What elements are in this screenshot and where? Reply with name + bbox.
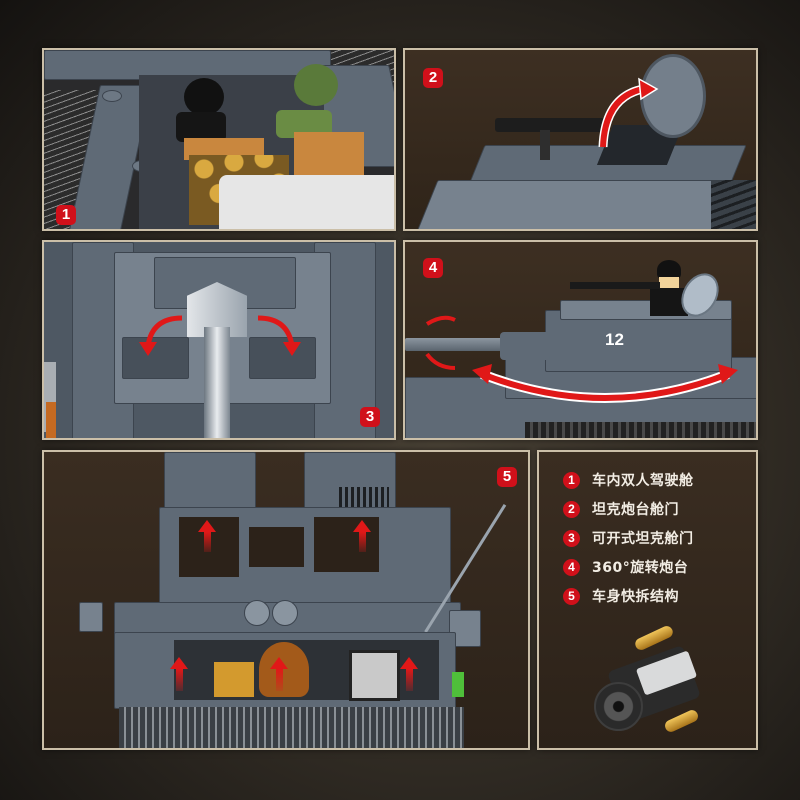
machine-gun xyxy=(495,118,605,132)
legend-item-5: 5 车身快拆结构 xyxy=(563,586,679,606)
legend-number: 3 xyxy=(563,529,580,547)
badge-1: 1 xyxy=(56,205,76,225)
turret-body xyxy=(545,310,732,372)
up-arrow-icon xyxy=(353,520,371,532)
open-left-arrow-icon xyxy=(139,315,183,356)
gold-pipe xyxy=(633,624,675,652)
up-arrow-icon xyxy=(359,532,366,552)
rotate-arrow-icon xyxy=(472,364,738,403)
machine-gun-mount xyxy=(540,130,550,160)
badge-2: 2 xyxy=(423,68,443,88)
white-hull-plate xyxy=(219,175,394,229)
up-arrow-icon xyxy=(204,532,211,552)
legend-item-3: 3 可开式坦克舱门 xyxy=(563,528,694,548)
spare-wheel xyxy=(244,600,270,626)
hatch-right xyxy=(249,337,316,379)
commander-face xyxy=(659,277,679,289)
panel-quick-release: 5 xyxy=(42,450,530,750)
panel-turret-hatch: 2 xyxy=(403,48,758,231)
minifig-green-helmet xyxy=(294,64,338,106)
track xyxy=(525,422,756,438)
upper-deck-left xyxy=(164,452,256,514)
mini-engine xyxy=(349,650,400,701)
up-arrow-icon xyxy=(170,657,188,669)
minifig-black-helmet xyxy=(184,78,224,116)
gun-mantlet xyxy=(500,332,550,360)
panel-openable-hatch: 3 xyxy=(42,240,396,440)
feature-legend: 1 车内双人驾驶舱 2 坦克炮台舱门 3 可开式坦克舱门 4 360°旋转炮台 … xyxy=(537,450,758,750)
panel-cockpit: 1 xyxy=(42,48,396,231)
hatch-left xyxy=(122,337,189,379)
legend-label: 360°旋转炮台 xyxy=(592,560,689,576)
flywheel xyxy=(594,682,643,731)
legend-item-1: 1 车内双人驾驶舱 xyxy=(563,470,694,490)
legend-number: 2 xyxy=(563,500,580,518)
fender-left xyxy=(79,602,103,632)
minifig-black-body xyxy=(176,112,226,142)
panel-rotating-turret: 12 4 xyxy=(403,240,758,440)
legend-number: 5 xyxy=(563,587,580,605)
up-arrow-icon xyxy=(198,520,216,532)
legend-item-4: 4 360°旋转炮台 xyxy=(563,557,688,577)
up-arrow-icon xyxy=(400,657,418,669)
badge-5: 5 xyxy=(497,467,517,487)
opening-middle xyxy=(249,527,304,567)
vent-grille xyxy=(711,180,756,229)
spare-wheel xyxy=(272,600,298,626)
legend-number: 1 xyxy=(563,471,580,489)
gold-pipe xyxy=(663,708,700,734)
legend-item-2: 2 坦克炮台舱门 xyxy=(563,499,679,519)
legend-label: 坦克炮台舱门 xyxy=(592,502,679,518)
legend-label: 车内双人驾驶舱 xyxy=(592,473,694,489)
track xyxy=(119,707,464,748)
elevate-arrow-icon xyxy=(425,315,456,370)
commander-helmet xyxy=(657,260,681,280)
orange-pipe xyxy=(46,402,56,438)
up-arrow-icon xyxy=(176,669,183,691)
engine-illustration xyxy=(579,624,719,737)
badge-4: 4 xyxy=(423,258,443,278)
commander-gun xyxy=(570,282,660,289)
up-arrow-icon xyxy=(276,669,283,691)
legend-label: 可开式坦克舱门 xyxy=(592,531,694,547)
seat-left xyxy=(184,138,264,160)
green-canister xyxy=(452,672,464,697)
turret-number: 12 xyxy=(605,330,624,349)
stud xyxy=(102,90,122,102)
gun-barrel xyxy=(204,327,230,438)
legend-label: 车身快拆结构 xyxy=(592,589,679,605)
open-right-arrow-icon xyxy=(257,315,301,356)
turret-slope xyxy=(412,180,740,229)
orange-seat xyxy=(259,642,309,697)
ammo-rack xyxy=(214,662,254,697)
open-arrow-icon xyxy=(598,77,659,148)
legend-number: 4 xyxy=(563,558,580,576)
up-arrow-icon xyxy=(270,657,288,669)
up-arrow-icon xyxy=(406,669,413,691)
badge-3: 3 xyxy=(360,407,380,427)
